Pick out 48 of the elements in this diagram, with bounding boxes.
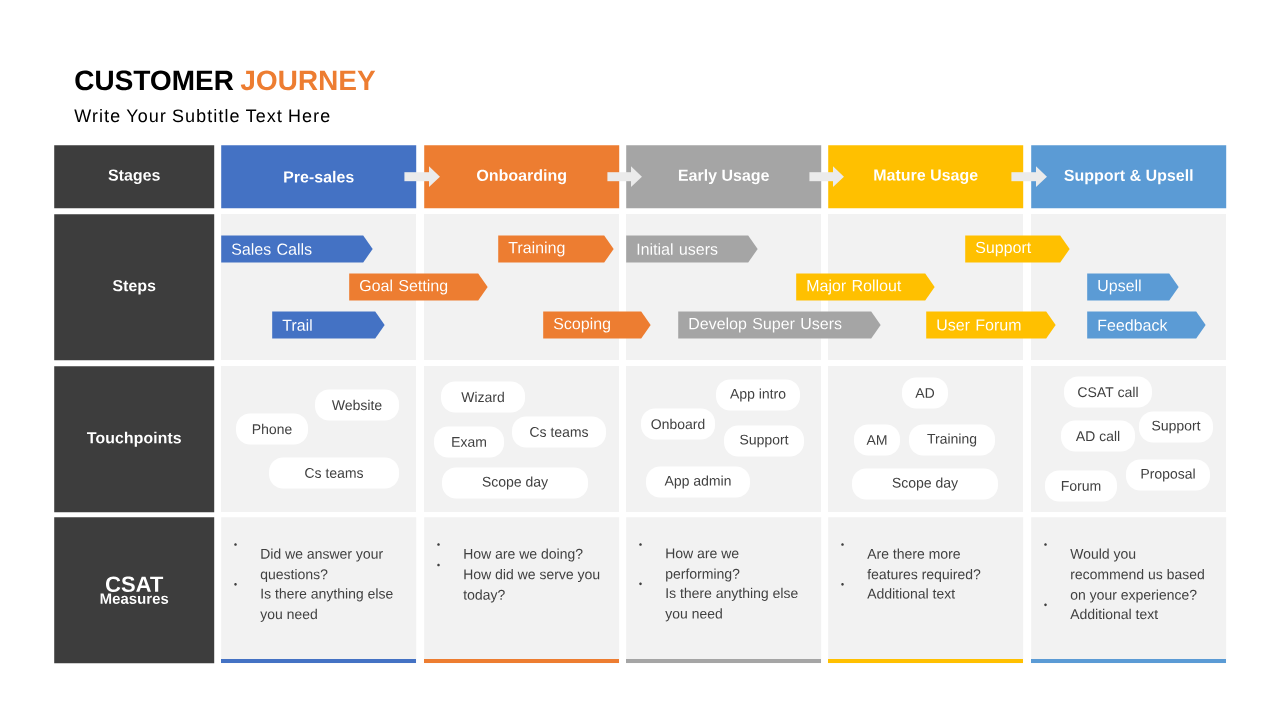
step-tag: Feedback: [1087, 311, 1206, 339]
stage-header: Onboarding: [424, 145, 620, 209]
title: CUSTOMER: [75, 70, 234, 91]
step-tag: Trail: [272, 311, 385, 339]
step-tag: Support: [965, 235, 1070, 263]
touchpoint-pill: Phone: [236, 413, 308, 445]
touchpoint-pill: Cs teams: [269, 457, 399, 489]
measure-cell: Are there more features required? Additional text: [828, 517, 1024, 664]
touchpoint-pill: Support: [1139, 411, 1213, 443]
touchpoint-pill: Forum: [1045, 470, 1117, 502]
stage-header: Early Usage: [626, 145, 822, 209]
stage-header: Pre-sales: [221, 145, 417, 209]
touchpoint-pill: App admin: [646, 466, 750, 498]
measure-cell: How are we doing? How did we serve you today?: [424, 517, 620, 664]
step-tag: Develop Super Users: [678, 311, 881, 339]
touchpoint-pill: Proposal: [1126, 459, 1210, 491]
step-tag: Major Rollout: [796, 273, 935, 301]
touchpoint-pill: Cs teams: [512, 416, 606, 448]
touchpoint-pill: Training: [909, 424, 995, 456]
touchpoint-pill: CSAT call: [1064, 376, 1152, 408]
row-header: Steps: [54, 214, 215, 361]
row-header: Stages: [54, 145, 215, 209]
step-tag: Upsell: [1087, 273, 1179, 301]
subtitle: Write Your Subtitle Text Here: [74, 108, 330, 123]
stage-header: Mature Usage: [828, 145, 1024, 209]
touchpoint-pill: AD: [902, 377, 948, 409]
touchpoint-pill: Website: [315, 389, 399, 421]
step-tag: Scoping: [543, 311, 651, 339]
touchpoint-pill: App intro: [716, 379, 800, 411]
touchpoint-pill: Support: [724, 425, 804, 457]
measure-cell: How are we performing? Is there anything else you need: [626, 517, 822, 664]
touchpoint-pill: Wizard: [441, 381, 525, 413]
stage-header: Support & Upsell: [1031, 145, 1227, 209]
touchpoint-pill: Onboard: [641, 408, 715, 440]
touchpoint-pill: AM: [854, 424, 900, 456]
measure-cell: Did we answer your questions? Is there anything else you need: [221, 517, 417, 664]
step-tag: Sales Calls: [221, 235, 373, 263]
step-tag: User Forum: [926, 311, 1056, 339]
touchpoint-pill: Scope day: [442, 467, 588, 499]
row-header: Touchpoints: [54, 366, 215, 513]
row-header: CSAT Measures: [54, 517, 215, 664]
touchpoint-pill: AD call: [1061, 420, 1135, 452]
touchpoint-pill: Scope day: [852, 468, 998, 500]
step-tag: Initial users: [626, 235, 758, 263]
title: JOURNEY: [240, 70, 376, 91]
measure-cell: Would you recommend us based on your experience? Additional text: [1031, 517, 1227, 664]
step-tag: Goal Setting: [349, 273, 488, 301]
step-tag: Training: [498, 235, 614, 263]
